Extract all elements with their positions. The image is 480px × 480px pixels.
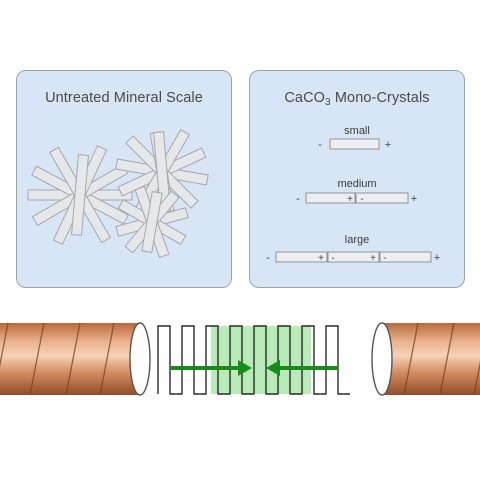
crystal-large: - + - + - +: [266, 251, 440, 264]
charge-minus: -: [360, 194, 363, 205]
mono-crystals-title: CaCO3 Mono-Crystals: [284, 90, 430, 108]
charge-plus: +: [385, 139, 391, 151]
charge-minus: -: [331, 253, 334, 264]
copper-pipe-right: [371, 322, 480, 396]
scale-crystal-cluster: [27, 128, 209, 259]
charge-minus: -: [266, 252, 270, 264]
field-highlight-zone: [211, 326, 311, 394]
charge-plus: +: [347, 194, 353, 205]
size-label-medium: medium: [337, 178, 377, 190]
untreated-scale-title: Untreated Mineral Scale: [45, 90, 203, 106]
charge-plus: +: [318, 253, 324, 264]
alternating-field-wave: [157, 325, 350, 395]
copper-pipe-left: [0, 322, 151, 396]
charge-plus: +: [434, 252, 440, 264]
charge-plus: +: [411, 193, 417, 205]
charge-plus: +: [370, 253, 376, 264]
charge-minus: -: [318, 139, 322, 151]
crystal-small: - +: [318, 138, 391, 151]
arrow-left-icon: [266, 360, 338, 376]
size-label-large: large: [344, 234, 370, 246]
crystal-medium: - + - +: [296, 192, 417, 205]
charge-minus: -: [296, 193, 300, 205]
size-label-small: small: [344, 125, 370, 137]
charge-minus: -: [383, 253, 386, 264]
arrow-right-icon: [170, 360, 252, 376]
